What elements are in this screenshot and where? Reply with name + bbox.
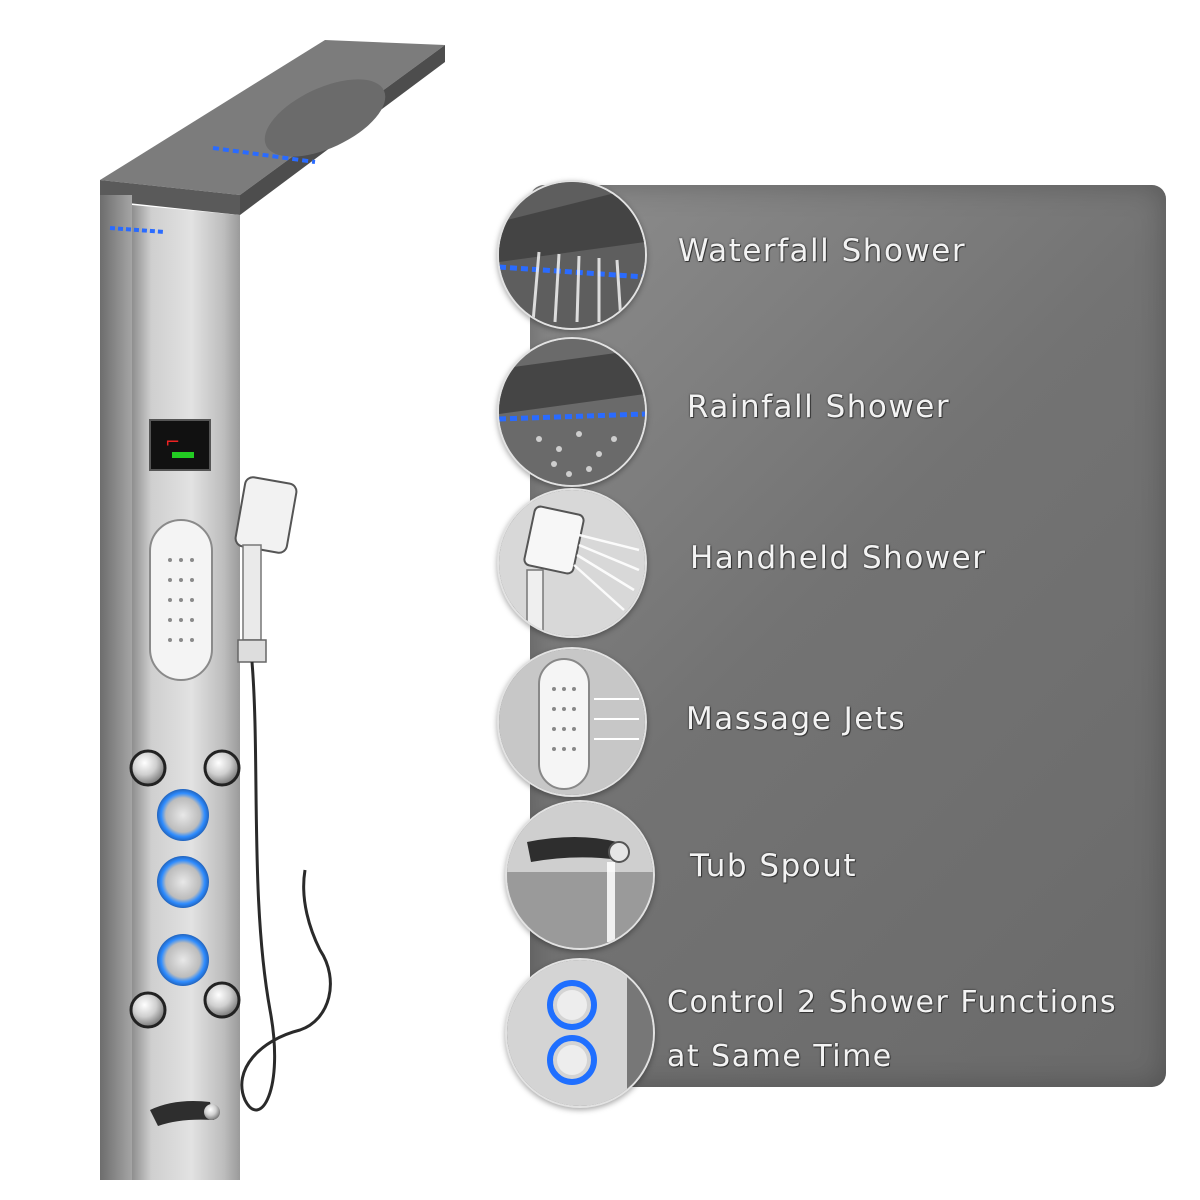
feature-label-control-line1: Control 2 Shower Functions <box>667 985 1118 1020</box>
tub-spout-icon <box>505 800 655 950</box>
feature-panel <box>530 185 1166 1087</box>
feature-label-control-line2: at Same Time <box>667 1039 893 1074</box>
control-knob-icon <box>157 789 209 841</box>
body-jet-icon <box>129 749 167 787</box>
waterfall-head <box>100 40 445 195</box>
svg-text:⌐: ⌐ <box>165 432 180 453</box>
feature-label-tub-spout: Tub Spout <box>690 848 858 884</box>
feature-label-control: Control 2 Shower Functions at Same Time <box>667 976 1117 1084</box>
shower-panel-image: ⌐ <box>100 40 445 1180</box>
led-strip-icon <box>212 146 316 164</box>
panel-column <box>132 205 240 1180</box>
tub-spout-icon <box>150 1101 214 1126</box>
handheld-shower-icon <box>234 476 298 554</box>
feature-label-waterfall: Waterfall Shower <box>678 233 967 269</box>
rainfall-shower-icon <box>497 337 647 487</box>
temperature-display-icon <box>149 419 211 471</box>
waterfall-shower-icon <box>497 180 647 330</box>
feature-label-rainfall: Rainfall Shower <box>687 389 951 425</box>
feature-label-handheld: Handheld Shower <box>690 540 987 576</box>
shower-hose <box>240 661 332 1112</box>
control-knobs-icon <box>505 958 655 1108</box>
handheld-shower-icon <box>497 488 647 638</box>
massage-jets-icon <box>497 647 647 797</box>
feature-label-massage: Massage Jets <box>686 701 907 737</box>
